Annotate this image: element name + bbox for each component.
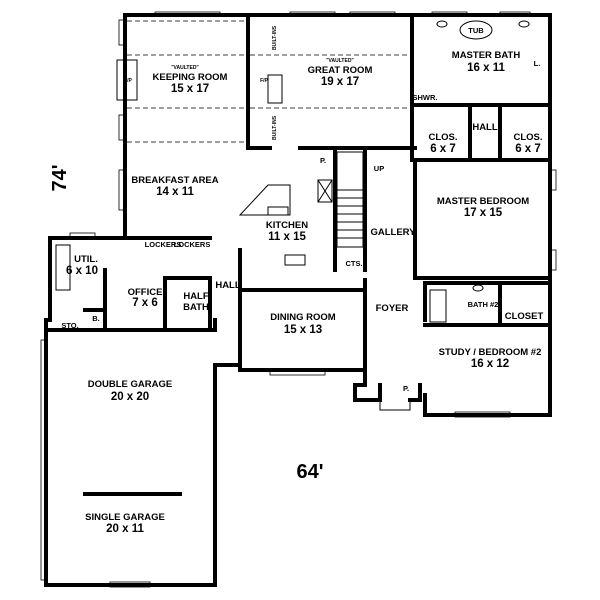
study-size: 16 x 12 bbox=[471, 358, 509, 370]
closet-left-size: 6 x 7 bbox=[430, 143, 456, 155]
breakfast-area-name: BREAKFAST AREA bbox=[131, 175, 218, 186]
dining-room-name: DINING ROOM bbox=[270, 312, 336, 323]
foyer-name: FOYER bbox=[376, 303, 409, 314]
fireplace-great-room bbox=[267, 74, 283, 104]
hall-name: HALL bbox=[215, 280, 241, 291]
utility-size: 6 x 10 bbox=[66, 265, 98, 277]
single-garage-name: SINGLE GARAGE bbox=[85, 512, 165, 523]
storage-name: STO. bbox=[61, 321, 78, 330]
great-room-note: "VAULTED" bbox=[326, 58, 354, 64]
stove-icon bbox=[284, 254, 306, 266]
sink-icon bbox=[267, 206, 289, 216]
double-garage-name: DOUBLE GARAGE bbox=[88, 379, 172, 390]
double-garage-size: 20 x 20 bbox=[111, 391, 149, 403]
kitchen-size: 11 x 15 bbox=[268, 231, 306, 243]
master-bedroom-name: MASTER BEDROOM bbox=[437, 196, 529, 207]
builtins-label: BUILT-INS bbox=[272, 25, 278, 50]
keeping-room-note: "VAULTED" bbox=[171, 65, 199, 71]
study-name: STUDY / BEDROOM #2 bbox=[439, 347, 542, 358]
master-bath-name: MASTER BATH bbox=[452, 50, 521, 61]
lockers-label: LOCKERS bbox=[145, 240, 182, 249]
closet-name: CLOSET bbox=[505, 311, 544, 322]
closet-left-name: CLOS. bbox=[428, 132, 457, 143]
bench-name: B. bbox=[92, 314, 100, 323]
walls bbox=[44, 13, 552, 587]
bathtub-icon bbox=[429, 289, 447, 323]
pantry-label: P. bbox=[320, 156, 326, 165]
office-name: OFFICE bbox=[128, 287, 163, 298]
half-bath-name: HALF bbox=[183, 291, 209, 302]
master-bedroom-size: 17 x 15 bbox=[464, 207, 503, 219]
master-bath-size: 16 x 11 bbox=[467, 62, 505, 74]
stairs-up-label: UP bbox=[374, 164, 384, 173]
single-garage-size: 20 x 11 bbox=[106, 523, 144, 535]
lockers-label: LOCKERS bbox=[174, 240, 211, 249]
fireplace-label: F/P bbox=[260, 78, 268, 84]
tub-label: TUB bbox=[468, 26, 484, 35]
room-labels: 74' 64' "VAULTED" KEEPING ROOM 15 x 17 F… bbox=[49, 25, 543, 535]
kitchen-name: KITCHEN bbox=[266, 220, 308, 231]
depth-dimension: 74' bbox=[49, 164, 71, 191]
linen-label: L. bbox=[534, 59, 541, 68]
chase-icon bbox=[317, 179, 333, 203]
great-room-name: GREAT ROOM bbox=[308, 65, 373, 76]
kitchen-island bbox=[238, 184, 291, 216]
half-bath-name: BATH bbox=[183, 302, 209, 313]
great-room-size: 19 x 17 bbox=[321, 76, 359, 88]
porch-label: P. bbox=[403, 384, 409, 393]
stairs-icon bbox=[336, 151, 364, 248]
tub-icon bbox=[459, 20, 493, 40]
dining-room-size: 15 x 13 bbox=[284, 324, 322, 336]
utility-name: UTIL. bbox=[74, 254, 98, 265]
keeping-room-name: KEEPING ROOM bbox=[153, 72, 228, 83]
shower-label: SHWR. bbox=[413, 93, 438, 102]
breakfast-area-size: 14 x 11 bbox=[156, 186, 194, 198]
office-size: 7 x 6 bbox=[132, 297, 158, 309]
master-hall-name: HALL bbox=[472, 122, 498, 133]
closet-right-size: 6 x 7 bbox=[515, 143, 541, 155]
keeping-room-size: 15 x 17 bbox=[171, 83, 209, 95]
width-dimension: 64' bbox=[296, 461, 323, 483]
bath-2-name: BATH #2 bbox=[468, 300, 499, 309]
fireplace-label: F/P bbox=[124, 78, 132, 84]
fixtures bbox=[55, 20, 530, 323]
washer-dryer-icon bbox=[55, 244, 71, 291]
builtins-label: BUILT-INS bbox=[272, 115, 278, 140]
closet-right-name: CLOS. bbox=[513, 132, 542, 143]
gallery-name: GALLERY bbox=[370, 227, 416, 238]
fireplace-keeping-room bbox=[116, 59, 138, 101]
cabinets-label: CTS. bbox=[345, 259, 362, 268]
